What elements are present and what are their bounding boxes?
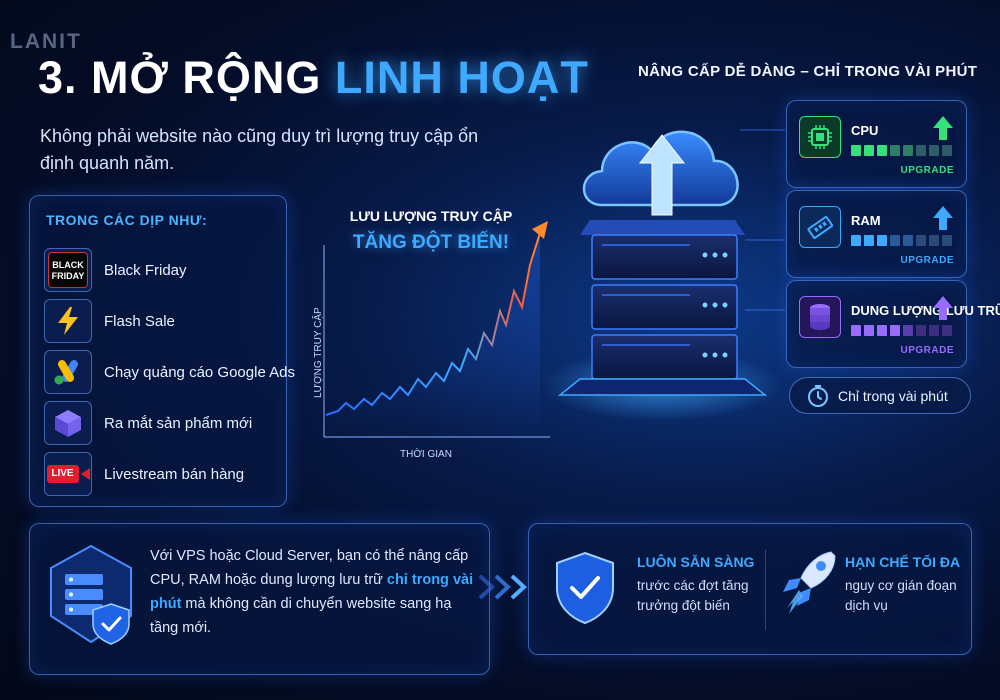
title-highlight: LINH HOẠT	[334, 52, 589, 103]
quick-time-pill: Chỉ trong vài phút	[789, 377, 971, 414]
traffic-spike-chart	[323, 221, 550, 438]
list-item: Ra mắt sản phẩm mới	[44, 401, 252, 445]
resource-level-bar	[851, 325, 952, 336]
occasion-label: Livestream bán hàng	[104, 465, 245, 483]
list-item: BLACK FRIDAY Black Friday	[44, 248, 187, 292]
upload-arrow-icon	[638, 134, 686, 216]
list-item: LIVE Livestream bán hàng	[44, 452, 244, 496]
x-axis-label: THỜI GIAN	[400, 449, 452, 460]
occasions-title: TRONG CÁC DỊP NHƯ:	[46, 212, 208, 228]
resource-level-bar	[851, 145, 952, 156]
google-ads-icon	[44, 350, 92, 394]
connector-lines	[740, 129, 785, 311]
upgrade-badge: UPGRADE	[900, 345, 954, 356]
list-item: Flash Sale	[44, 299, 175, 343]
benefit-always-ready: LUÔN SẴN SÀNG trước các đợt tăng trưởng …	[637, 554, 757, 616]
upgrade-badge: UPGRADE	[900, 255, 954, 266]
cloud-server-illustration	[542, 129, 785, 421]
ram-stick-icon	[799, 206, 841, 248]
occasion-label: Flash Sale	[104, 312, 175, 330]
spike-headline: LƯU LƯỢNG TRUY CẬP	[349, 208, 513, 224]
rocket-icon	[783, 551, 836, 614]
upgrade-title: NÂNG CẤP DỄ DÀNG – CHỈ TRONG VÀI PHÚT	[638, 63, 978, 80]
live-badge: LIVE	[46, 465, 79, 483]
spike-area	[326, 233, 540, 437]
benefit-title: HẠN CHẾ TỐI ĐA	[845, 554, 961, 570]
benefit-desc: trước các đợt tăng trưởng đột biến	[637, 578, 749, 613]
shield-check-icon	[556, 551, 614, 625]
y-axis-label: LƯỢNG TRUY CẬP	[313, 307, 324, 398]
summary-panel: Với VPS hoặc Cloud Server, bạn có thể nâ…	[29, 523, 490, 675]
resource-card-cpu: CPU UPGRADE	[786, 100, 967, 188]
livestream-icon: LIVE	[44, 452, 92, 496]
occasions-panel: TRONG CÁC DỊP NHƯ: BLACK FRIDAY Black Fr…	[29, 195, 295, 507]
resource-name: DUNG LƯỢNG LƯU TRỮ	[851, 303, 1000, 318]
summary-text: Với VPS hoặc Cloud Server, bạn có thể nâ…	[150, 544, 480, 640]
arrow-up-icon	[933, 116, 953, 140]
stopwatch-icon	[808, 384, 828, 407]
upgrade-badge: UPGRADE	[900, 165, 954, 176]
arrow-up-icon	[933, 296, 953, 320]
resource-name: CPU	[851, 123, 879, 138]
intro-text: Không phải website nào cũng duy trì lượn…	[40, 126, 479, 173]
resource-level-bar	[851, 235, 952, 246]
list-item: Chạy quảng cáo Google Ads	[44, 350, 295, 394]
product-box-icon	[44, 401, 92, 445]
black-friday-badge: BLACK FRIDAY	[48, 252, 88, 288]
spike-headline-highlight: TĂNG ĐỘT BIẾN!	[352, 232, 510, 253]
divider	[765, 550, 766, 630]
chevron-arrows-icon	[478, 574, 527, 600]
spike-arrowhead	[532, 221, 548, 239]
page-title: 3. MỞ RỘNG LINH HOẠT	[38, 52, 589, 104]
title-prefix: 3. MỞ RỘNG	[38, 52, 322, 103]
benefits-panel: LUÔN SẴN SÀNG trước các đợt tăng trưởng …	[528, 523, 972, 655]
summary-text-highlight: chỉ trong vài phút	[150, 572, 474, 612]
black-friday-icon: BLACK FRIDAY	[44, 248, 92, 292]
cpu-chip-icon	[799, 116, 841, 158]
lightning-icon	[44, 299, 92, 343]
benefit-minimize-downtime: HẠN CHẾ TỐI ĐA nguy cơ gián đoạn dịch vụ	[845, 554, 965, 616]
resource-name: RAM	[851, 213, 881, 228]
resource-card-ram: RAM UPGRADE	[786, 190, 967, 278]
summary-text-part: mà không cần di chuyển website sang hạ t…	[150, 596, 452, 636]
occasion-label: Black Friday	[104, 261, 187, 279]
benefit-desc: nguy cơ gián đoạn dịch vụ	[845, 578, 957, 613]
server-rack-icon	[557, 220, 768, 396]
occasion-label: Chạy quảng cáo Google Ads	[104, 363, 295, 381]
quick-time-label: Chỉ trong vài phút	[838, 387, 948, 404]
database-icon	[799, 296, 841, 338]
benefit-title: LUÔN SẴN SÀNG	[637, 554, 755, 570]
spike-line	[325, 232, 541, 416]
arrow-up-icon	[933, 206, 953, 230]
server-shield-icon	[50, 544, 132, 645]
resource-card-storage: DUNG LƯỢNG LƯU TRỮ UPGRADE	[786, 280, 1000, 368]
summary-text-part: Với VPS hoặc Cloud Server, bạn có thể nâ…	[150, 548, 469, 588]
occasion-label: Ra mắt sản phẩm mới	[104, 414, 253, 432]
brand-logo: LANIT	[10, 30, 82, 53]
